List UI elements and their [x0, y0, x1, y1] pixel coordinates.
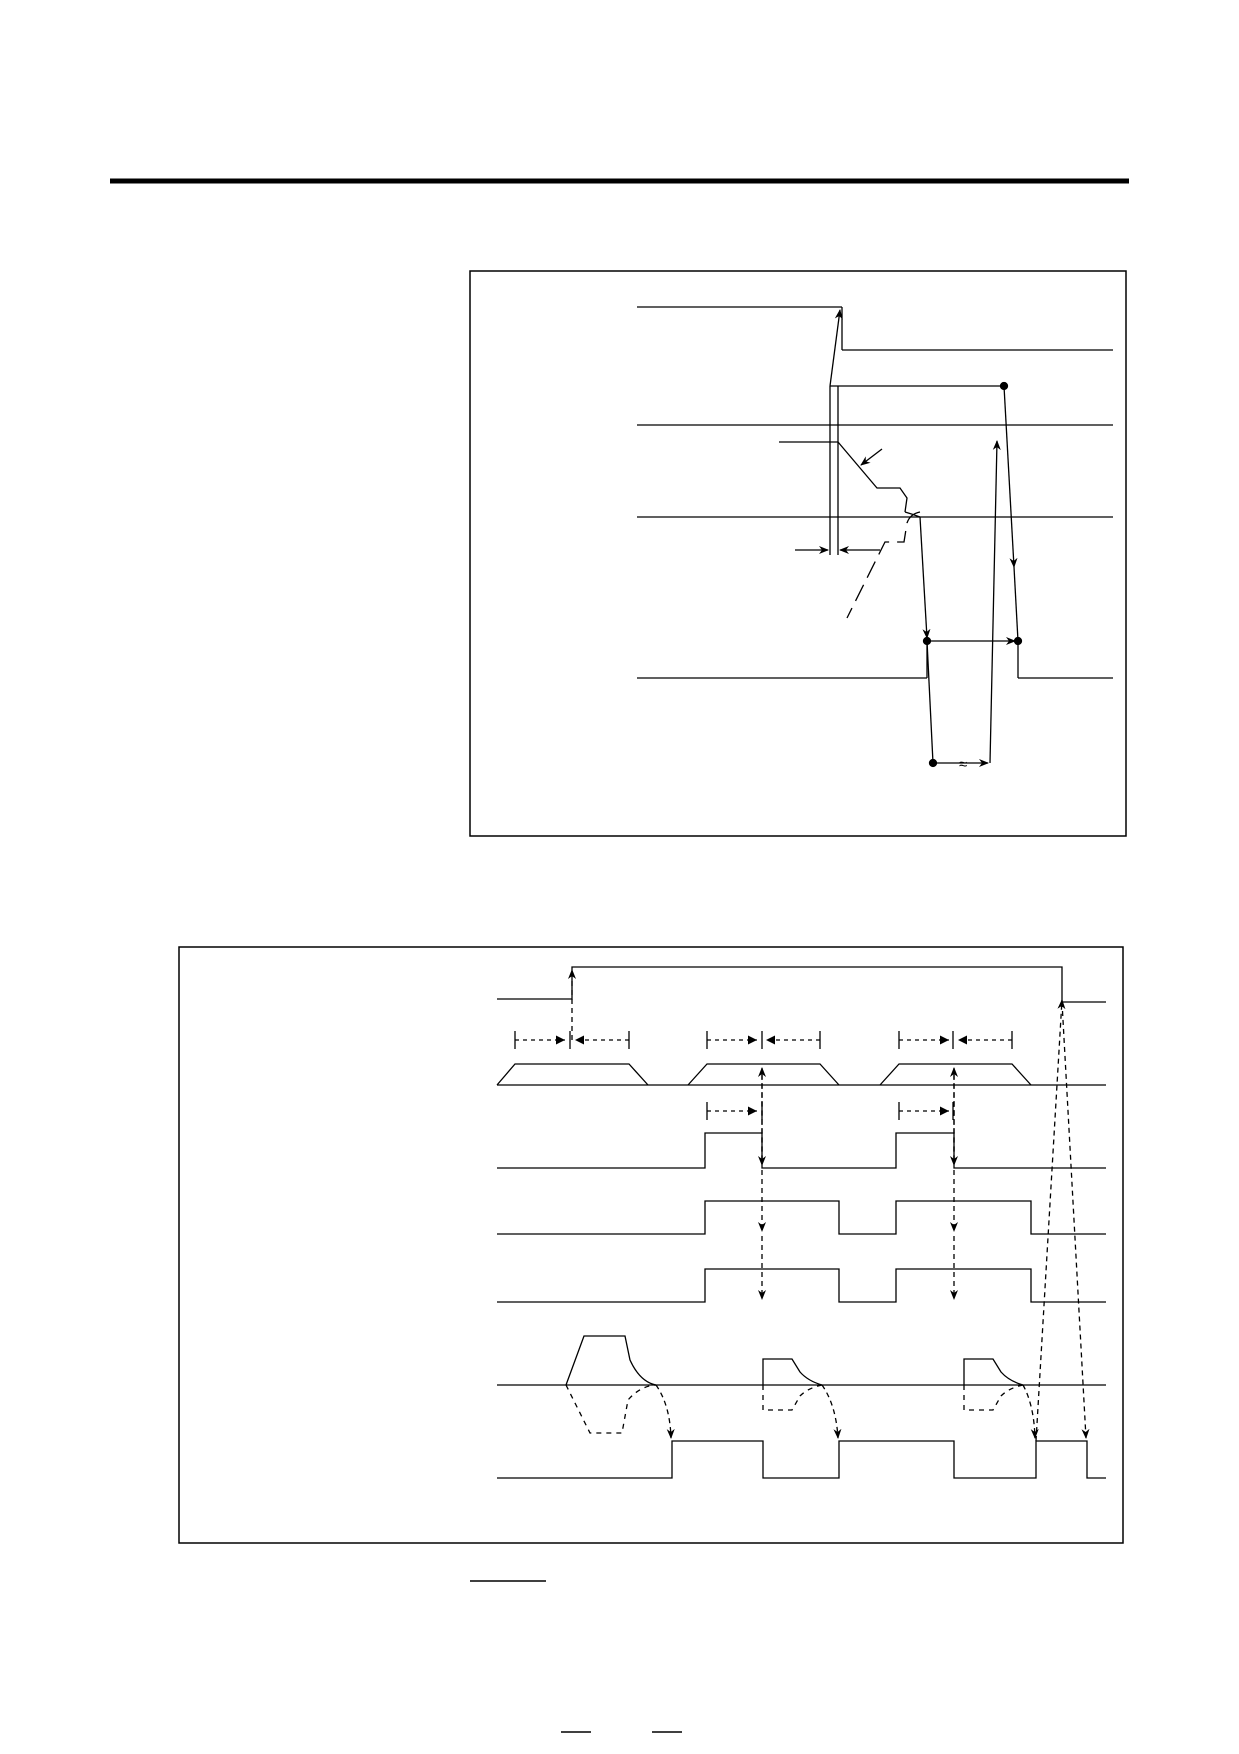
fig1-signal-4-peak — [904, 511, 921, 518]
figure1-diagram: ≈ — [469, 270, 1127, 837]
fig1-slope-curve — [779, 441, 908, 513]
fig1-return-line — [1013, 566, 1019, 642]
fig2-interval-ticks-row2 — [514, 1031, 1013, 1049]
fig1-wave-mark: ≈ — [959, 756, 967, 773]
fig1-up-arrow — [989, 440, 1001, 764]
fig2-row3-signal — [497, 1132, 1106, 1169]
fig2-pulse-1-neg — [565, 1384, 657, 1434]
fig1-return-arrow — [1003, 385, 1018, 568]
fig2-dashed-arrows — [568, 969, 1090, 1442]
fig2-row4-signal — [497, 1200, 1106, 1235]
fig1-dashed-curve — [846, 511, 921, 619]
fig2-row1-signal — [497, 966, 1106, 1003]
fig2-row7-signal — [497, 1440, 1106, 1479]
fig2-ramp-3 — [879, 1063, 1032, 1086]
fig2-pulse-2-neg — [762, 1384, 823, 1411]
fig1-slope-pointer — [860, 448, 883, 466]
fig2-row5-signal — [497, 1268, 1106, 1303]
fig1-edge-arrow — [829, 309, 843, 387]
fig2-pulse-2 — [762, 1358, 823, 1386]
fig1-fall-arrow — [919, 516, 931, 639]
fig2-pulse-1 — [565, 1335, 657, 1386]
fig2-pulse-3 — [963, 1358, 1024, 1386]
figure2-diagram — [178, 946, 1124, 1544]
figure2-frame — [178, 946, 1124, 1544]
figure1-frame — [469, 270, 1127, 837]
fig2-ramp-1 — [496, 1063, 649, 1086]
fig1-down-line — [926, 640, 934, 764]
fig2-pulse-3-neg — [963, 1384, 1024, 1411]
fig2-ramp-2 — [687, 1063, 840, 1086]
